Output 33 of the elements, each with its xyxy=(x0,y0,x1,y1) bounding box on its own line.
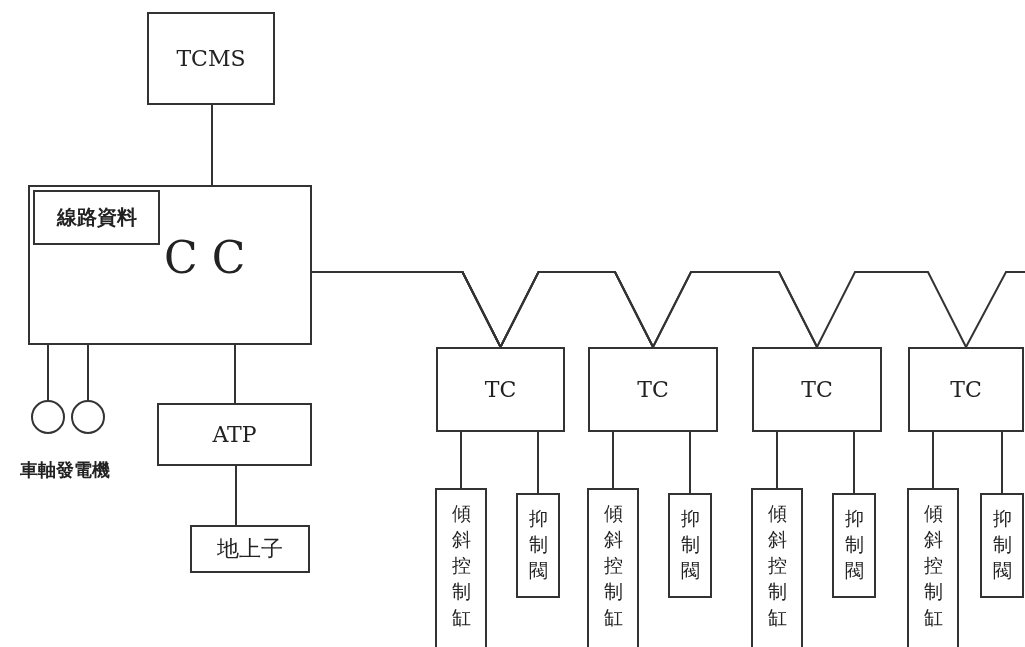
valve-box: 抑制閥 xyxy=(516,493,560,598)
atp-box: ATP xyxy=(157,403,312,466)
connector-line xyxy=(537,431,539,494)
controller-box: TC xyxy=(908,347,1024,432)
connector-line xyxy=(211,104,213,186)
actuator-box: 傾斜控制缸 xyxy=(907,488,959,647)
actuator-box: 傾斜控制缸 xyxy=(435,488,487,647)
connector-line xyxy=(47,344,49,401)
valve-box: 抑制閥 xyxy=(980,493,1024,598)
caption-text: 車軸發電機 xyxy=(20,458,110,482)
controller-box: TC xyxy=(436,347,565,432)
beacon-box: 地上子 xyxy=(190,525,310,573)
valve-box: 抑制閥 xyxy=(668,493,712,598)
connector-line xyxy=(932,431,934,489)
connector-line xyxy=(1001,431,1003,494)
controller-box: CC 線路資料 xyxy=(28,185,312,345)
connector-line xyxy=(689,431,691,494)
connector-line xyxy=(853,431,855,494)
controller-box: TC xyxy=(588,347,718,432)
system-box: TCMS xyxy=(147,12,275,105)
valve-box: 抑制閥 xyxy=(832,493,876,598)
connector-line xyxy=(234,344,236,404)
connector-line xyxy=(460,431,462,489)
actuator-box: 傾斜控制缸 xyxy=(751,488,803,647)
actuator-box: 傾斜控制缸 xyxy=(587,488,639,647)
connector-line xyxy=(776,431,778,489)
controller-box: TC xyxy=(752,347,882,432)
connector-line xyxy=(235,465,237,526)
data-box: 線路資料 xyxy=(33,190,160,245)
generator-circle xyxy=(31,400,65,434)
connector-line xyxy=(612,431,614,489)
generator-circle xyxy=(71,400,105,434)
connector-line xyxy=(87,344,89,401)
